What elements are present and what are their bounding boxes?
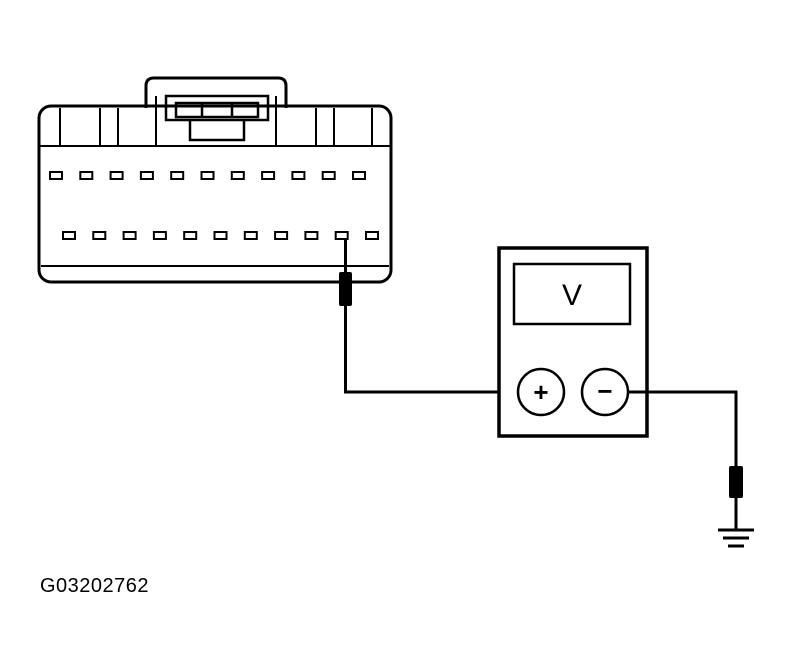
connector-pin xyxy=(152,231,167,240)
positive-terminal xyxy=(516,367,566,417)
probe-icon xyxy=(339,238,352,306)
connector-pin-probed xyxy=(334,231,349,240)
voltmeter-unit-label: V xyxy=(562,279,582,312)
connector-pin xyxy=(243,231,258,240)
voltmeter-icon: V + − xyxy=(497,246,649,438)
connector-pin xyxy=(139,171,154,180)
connector-pin xyxy=(62,231,76,240)
connector-pin xyxy=(291,171,306,180)
connector-pin xyxy=(274,231,289,240)
connector-pin xyxy=(183,231,198,240)
connector-pin xyxy=(170,171,185,180)
connector-latch xyxy=(144,76,288,108)
positive-terminal-label: + xyxy=(533,377,548,407)
negative-terminal-label: − xyxy=(597,376,612,406)
connector-pin xyxy=(261,171,276,180)
connector-pin xyxy=(352,171,366,180)
connector-pin xyxy=(304,231,319,240)
connector-pin xyxy=(321,171,336,180)
connector-pin xyxy=(79,171,94,180)
connector-pin xyxy=(365,231,379,240)
connector-pins-top xyxy=(49,171,366,180)
connector-pin xyxy=(122,231,137,240)
connector-pin xyxy=(213,231,228,240)
connector-pin xyxy=(92,231,107,240)
negative-lead-wire xyxy=(628,390,738,466)
ground-icon xyxy=(718,466,754,548)
voltmeter-display xyxy=(512,262,632,326)
positive-lead-wire xyxy=(344,306,518,394)
connector-pins-bottom xyxy=(62,231,379,240)
connector-icon xyxy=(37,76,393,284)
connector-pin xyxy=(230,171,245,180)
connector-body xyxy=(37,104,393,284)
figure-id: G03202762 xyxy=(40,575,150,597)
connector-pin xyxy=(49,171,63,180)
connector-pin xyxy=(109,171,124,180)
connector-pin xyxy=(200,171,215,180)
